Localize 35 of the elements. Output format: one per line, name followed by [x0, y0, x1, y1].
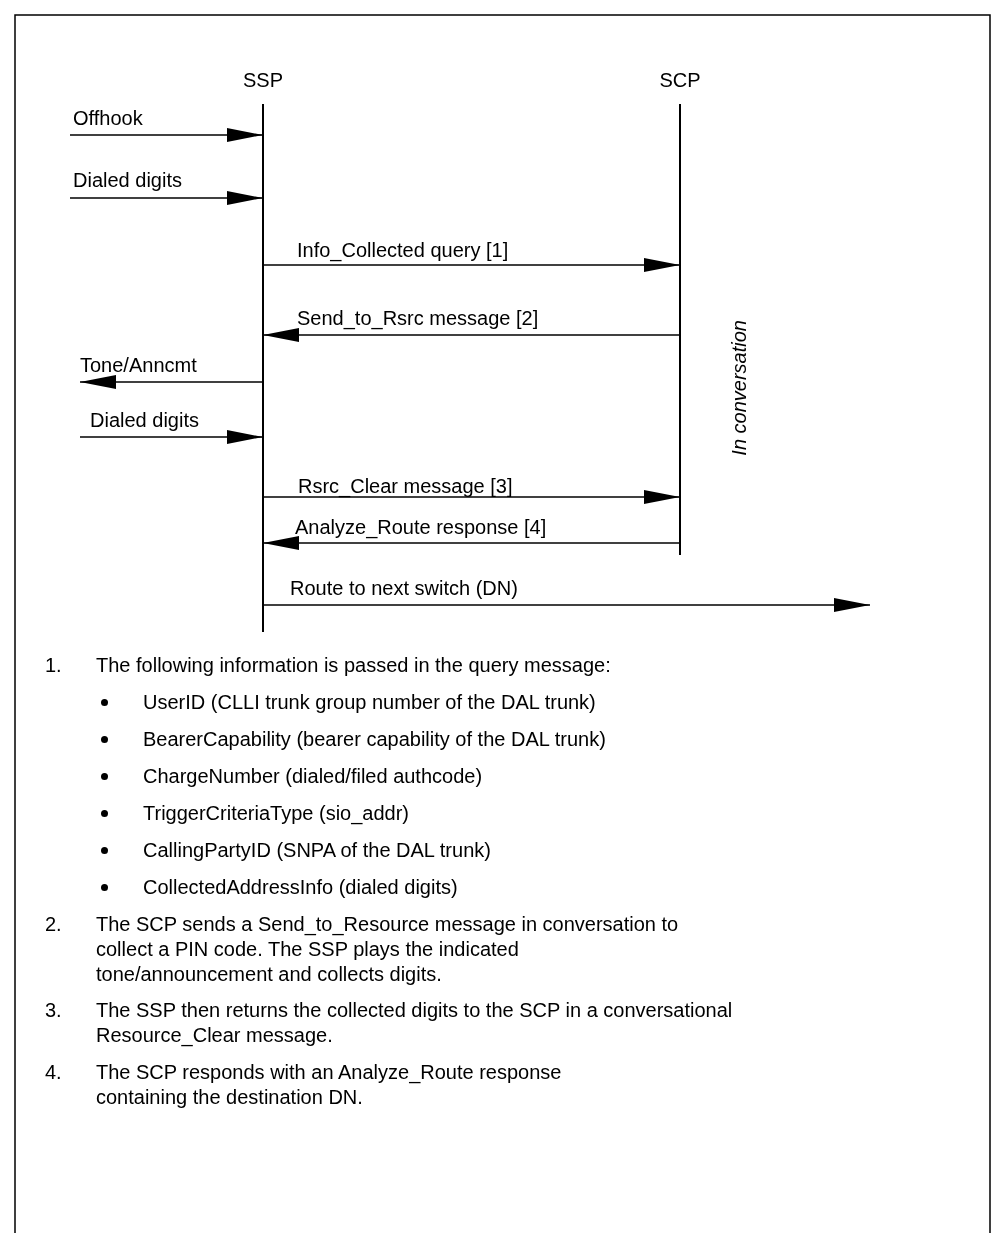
arrow	[262, 490, 681, 504]
lifeline-title: SSP	[242, 68, 284, 92]
message-label: Tone/Anncmt	[80, 353, 197, 377]
bullet-text: CallingPartyID (SNPA of the DAL trunk)	[143, 838, 491, 862]
message-label: Send_to_Rsrc message [2]	[297, 306, 539, 330]
arrow	[262, 598, 871, 612]
rotated-note: In conversation	[727, 320, 751, 456]
arrow	[262, 328, 681, 342]
bullet-text: UserID (CLLI trunk group number of the DAL trunk)	[143, 690, 596, 714]
bullet-text: BearerCapability (bearer capability of the DAL trunk)	[143, 727, 606, 751]
note-text: The SCP sends a Send_to_Resource message in conversation to collect a PIN code. The SSP plays the indicated tone/announcement and collects digits.	[96, 912, 680, 987]
arrow	[69, 128, 264, 142]
note-text: The following information is passed in the query message:	[96, 653, 612, 678]
arrow	[262, 536, 681, 550]
arrow	[79, 375, 264, 389]
list-number: 2.	[45, 912, 62, 936]
message-label: Info_Collected query [1]	[297, 238, 509, 262]
bullet-text: TriggerCriteriaType (sio_addr)	[143, 801, 409, 825]
message-label: Dialed digits	[90, 408, 199, 432]
list-number: 3.	[45, 998, 62, 1022]
arrow	[69, 191, 264, 205]
message-label: Route to next switch (DN)	[290, 576, 518, 600]
arrow	[79, 430, 264, 444]
note-text: The SCP responds with an Analyze_Route response containing the destination DN.	[96, 1060, 563, 1110]
message-label: Analyze_Route response [4]	[295, 515, 547, 539]
message-label: Rsrc_Clear message [3]	[298, 474, 513, 498]
list-number: 1.	[45, 653, 62, 677]
lifeline-title: SCP	[658, 68, 702, 92]
list-number: 4.	[45, 1060, 62, 1084]
message-label: Offhook	[73, 106, 143, 130]
bullet-text: CollectedAddressInfo (dialed digits)	[143, 875, 458, 899]
message-label: Dialed digits	[73, 168, 182, 192]
arrow	[262, 258, 681, 272]
bullet-text: ChargeNumber (dialed/filed authcode)	[143, 764, 483, 788]
note-text: The SSP then returns the collected digits to the SCP in a conversational Resource_Clear message.	[96, 998, 734, 1048]
